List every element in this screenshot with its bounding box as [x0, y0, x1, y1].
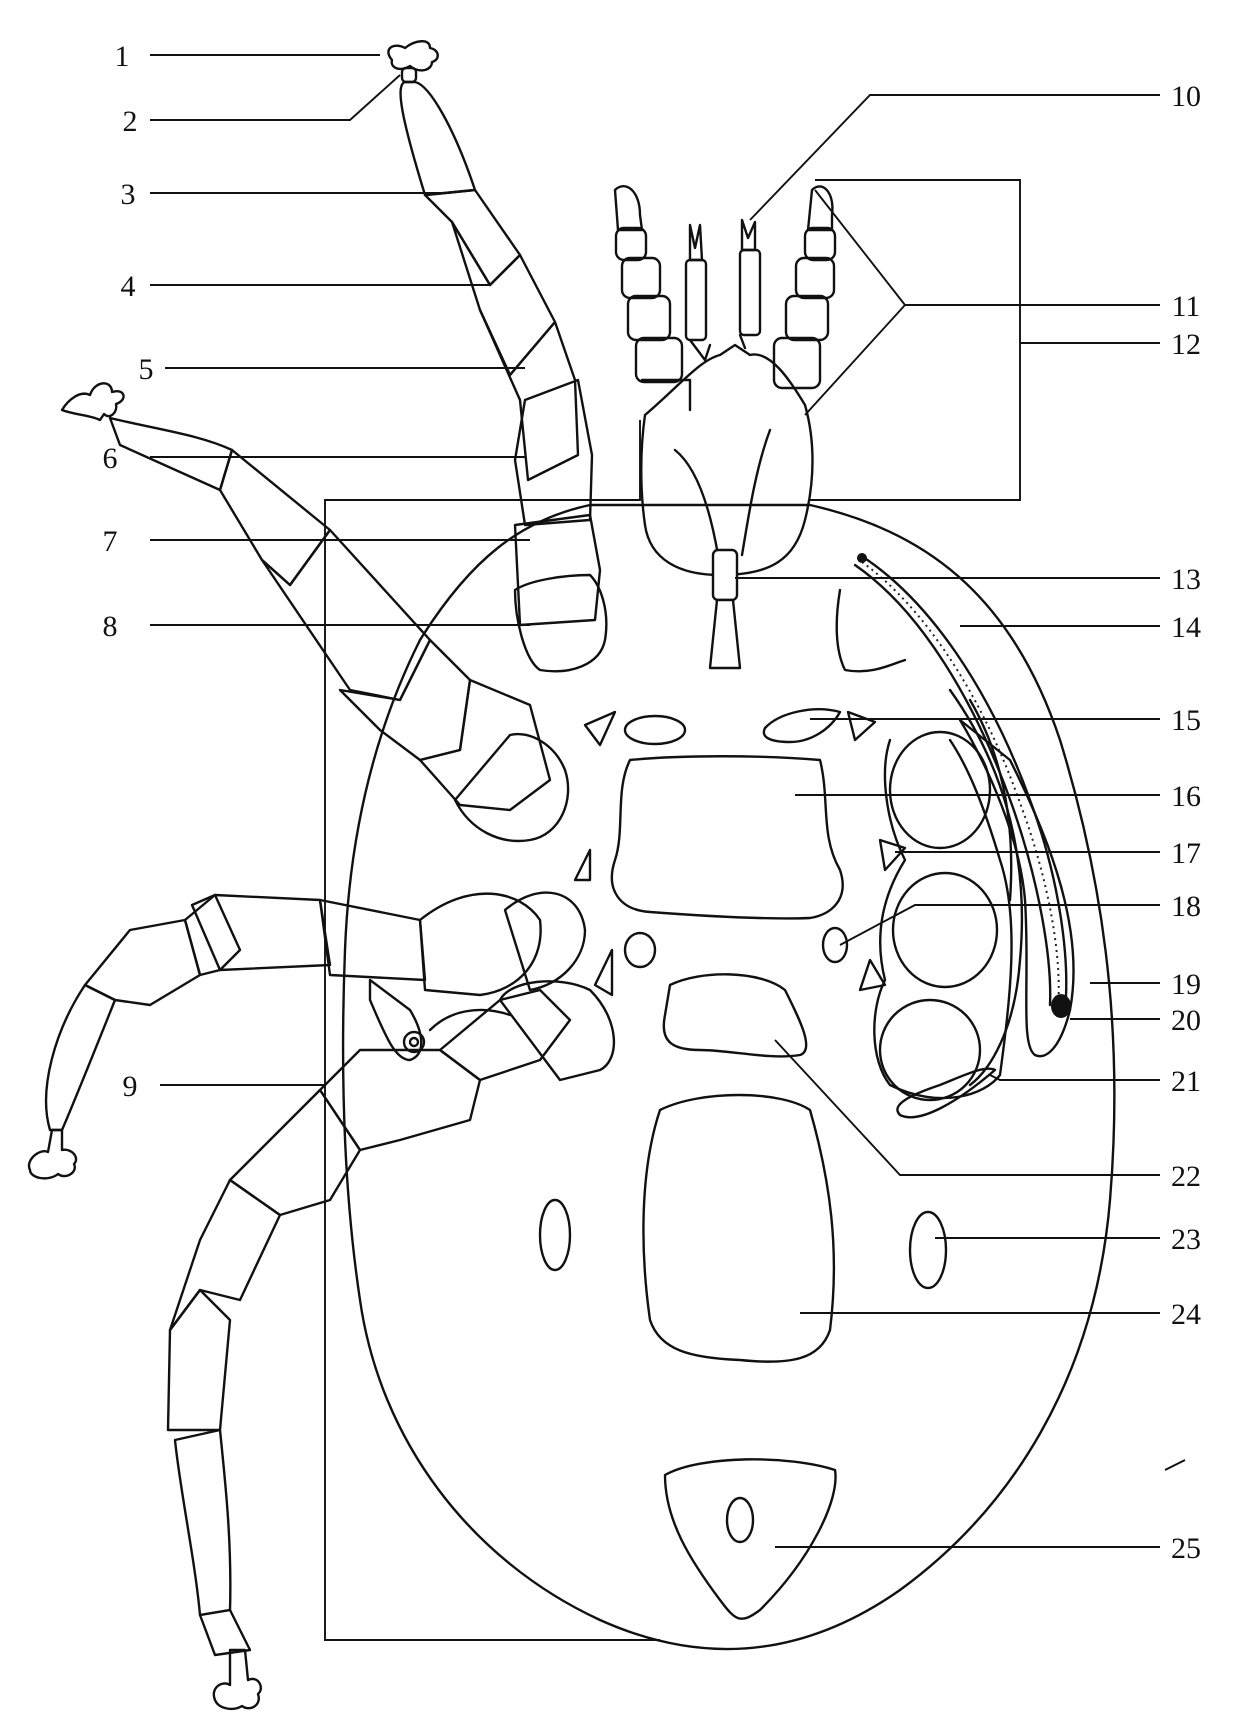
- label-19: 19: [1171, 968, 1201, 1001]
- leg-4: [166, 980, 616, 1711]
- label-1: 1: [115, 40, 130, 73]
- gnathosoma: [613, 184, 837, 670]
- leader-10: [749, 94, 1160, 221]
- sclerite-tri-2: [846, 710, 877, 742]
- pore-right: [821, 926, 849, 964]
- label-25: 25: [1171, 1532, 1201, 1565]
- leader-22: [774, 1039, 1160, 1176]
- peritreme-inner-line: [948, 688, 1024, 1087]
- palp-right: [772, 185, 837, 390]
- body-outline: [341, 503, 1116, 1651]
- coxa-4: [878, 998, 982, 1102]
- stray-mark: [1164, 1459, 1186, 1471]
- sclerite-tri-5: [593, 948, 614, 997]
- label-22: 22: [1171, 1160, 1201, 1193]
- label-15: 15: [1171, 704, 1201, 737]
- sclerite-tri-4: [878, 838, 907, 872]
- label-17: 17: [1171, 837, 1201, 870]
- stigma: [1051, 994, 1071, 1018]
- hypostome-line-right: [740, 428, 772, 557]
- anal-plate: [663, 1458, 837, 1620]
- label-24: 24: [1171, 1298, 1201, 1331]
- peritreme-tube-inner: [853, 563, 1052, 1007]
- genital-plate: [662, 973, 808, 1058]
- sternal-plate: [610, 755, 844, 920]
- hypostome-line-left: [673, 448, 720, 557]
- palp-left: [613, 184, 692, 412]
- leader-12-bracket: [810, 179, 1021, 501]
- label-14: 14: [1171, 611, 1201, 644]
- label-7: 7: [103, 525, 118, 558]
- label-8: 8: [103, 610, 118, 643]
- leader-18: [839, 904, 1160, 946]
- label-23: 23: [1171, 1223, 1201, 1256]
- peritreme-inner-line-2: [968, 698, 1013, 902]
- metapodal-plate-left: [538, 1198, 572, 1272]
- leader-21: [989, 1074, 1160, 1081]
- pore-left: [623, 931, 657, 969]
- label-3: 3: [121, 178, 136, 211]
- number-labels: 1 2 3 4 5 6 7 8 9 10 11 12 13 14 15 16 1…: [103, 40, 1202, 1565]
- label-6: 6: [103, 442, 118, 475]
- label-5: 5: [139, 353, 154, 386]
- leader-lines: [150, 54, 1186, 1641]
- tritosternum-base: [711, 548, 739, 602]
- presternal-plate-right: [762, 708, 842, 744]
- coxa-2: [888, 730, 992, 850]
- leg-2-pretarsus: [60, 382, 125, 422]
- leg-1-pretarsus: [387, 40, 439, 72]
- gnathosoma-base: [640, 343, 814, 577]
- chelicera-left: [684, 223, 712, 362]
- label-12: 12: [1171, 328, 1201, 361]
- label-16: 16: [1171, 780, 1201, 813]
- label-2: 2: [123, 105, 138, 138]
- ventrianal-plate: [642, 1093, 836, 1363]
- leader-9-bracket-bottom: [324, 1085, 660, 1641]
- label-21: 21: [1171, 1065, 1201, 1098]
- label-11: 11: [1172, 290, 1201, 323]
- anus: [725, 1496, 755, 1544]
- anterior-plate-left: [835, 588, 907, 673]
- chelicera-right: [738, 218, 762, 350]
- leg-4-pretarsus: [212, 1648, 262, 1711]
- sclerite-tri-6: [858, 958, 887, 992]
- label-18: 18: [1171, 890, 1201, 923]
- leader-11a: [814, 189, 1160, 306]
- leader-2: [150, 74, 401, 121]
- leg-3: [27, 891, 587, 1180]
- label-4: 4: [121, 270, 136, 303]
- peritreme-end-dot: [857, 553, 867, 563]
- leader-11b: [804, 304, 906, 416]
- leader-9-bracket-top: [324, 420, 641, 1085]
- label-20: 20: [1171, 1004, 1201, 1037]
- sclerite-tri-1: [583, 710, 617, 747]
- sclerite-tri-3: [573, 848, 592, 882]
- leg-2: [60, 382, 570, 843]
- peritreme-tube-outer: [858, 553, 1068, 1012]
- peritreme-dots: [861, 561, 1060, 1008]
- coxa-frame: [873, 738, 1013, 1100]
- label-10: 10: [1171, 80, 1201, 113]
- coxa-3: [891, 871, 999, 989]
- metapodal-plate: [896, 1067, 997, 1119]
- leg-3-pretarsus: [27, 1128, 78, 1180]
- idiosoma: [341, 503, 1116, 1651]
- leg-1: [387, 40, 608, 673]
- presternal-plate-left: [623, 714, 687, 746]
- label-13: 13: [1171, 563, 1201, 596]
- metapodal-plate-right: [908, 1210, 948, 1290]
- tritosternum-lacinia: [708, 598, 742, 670]
- label-9: 9: [123, 1070, 138, 1103]
